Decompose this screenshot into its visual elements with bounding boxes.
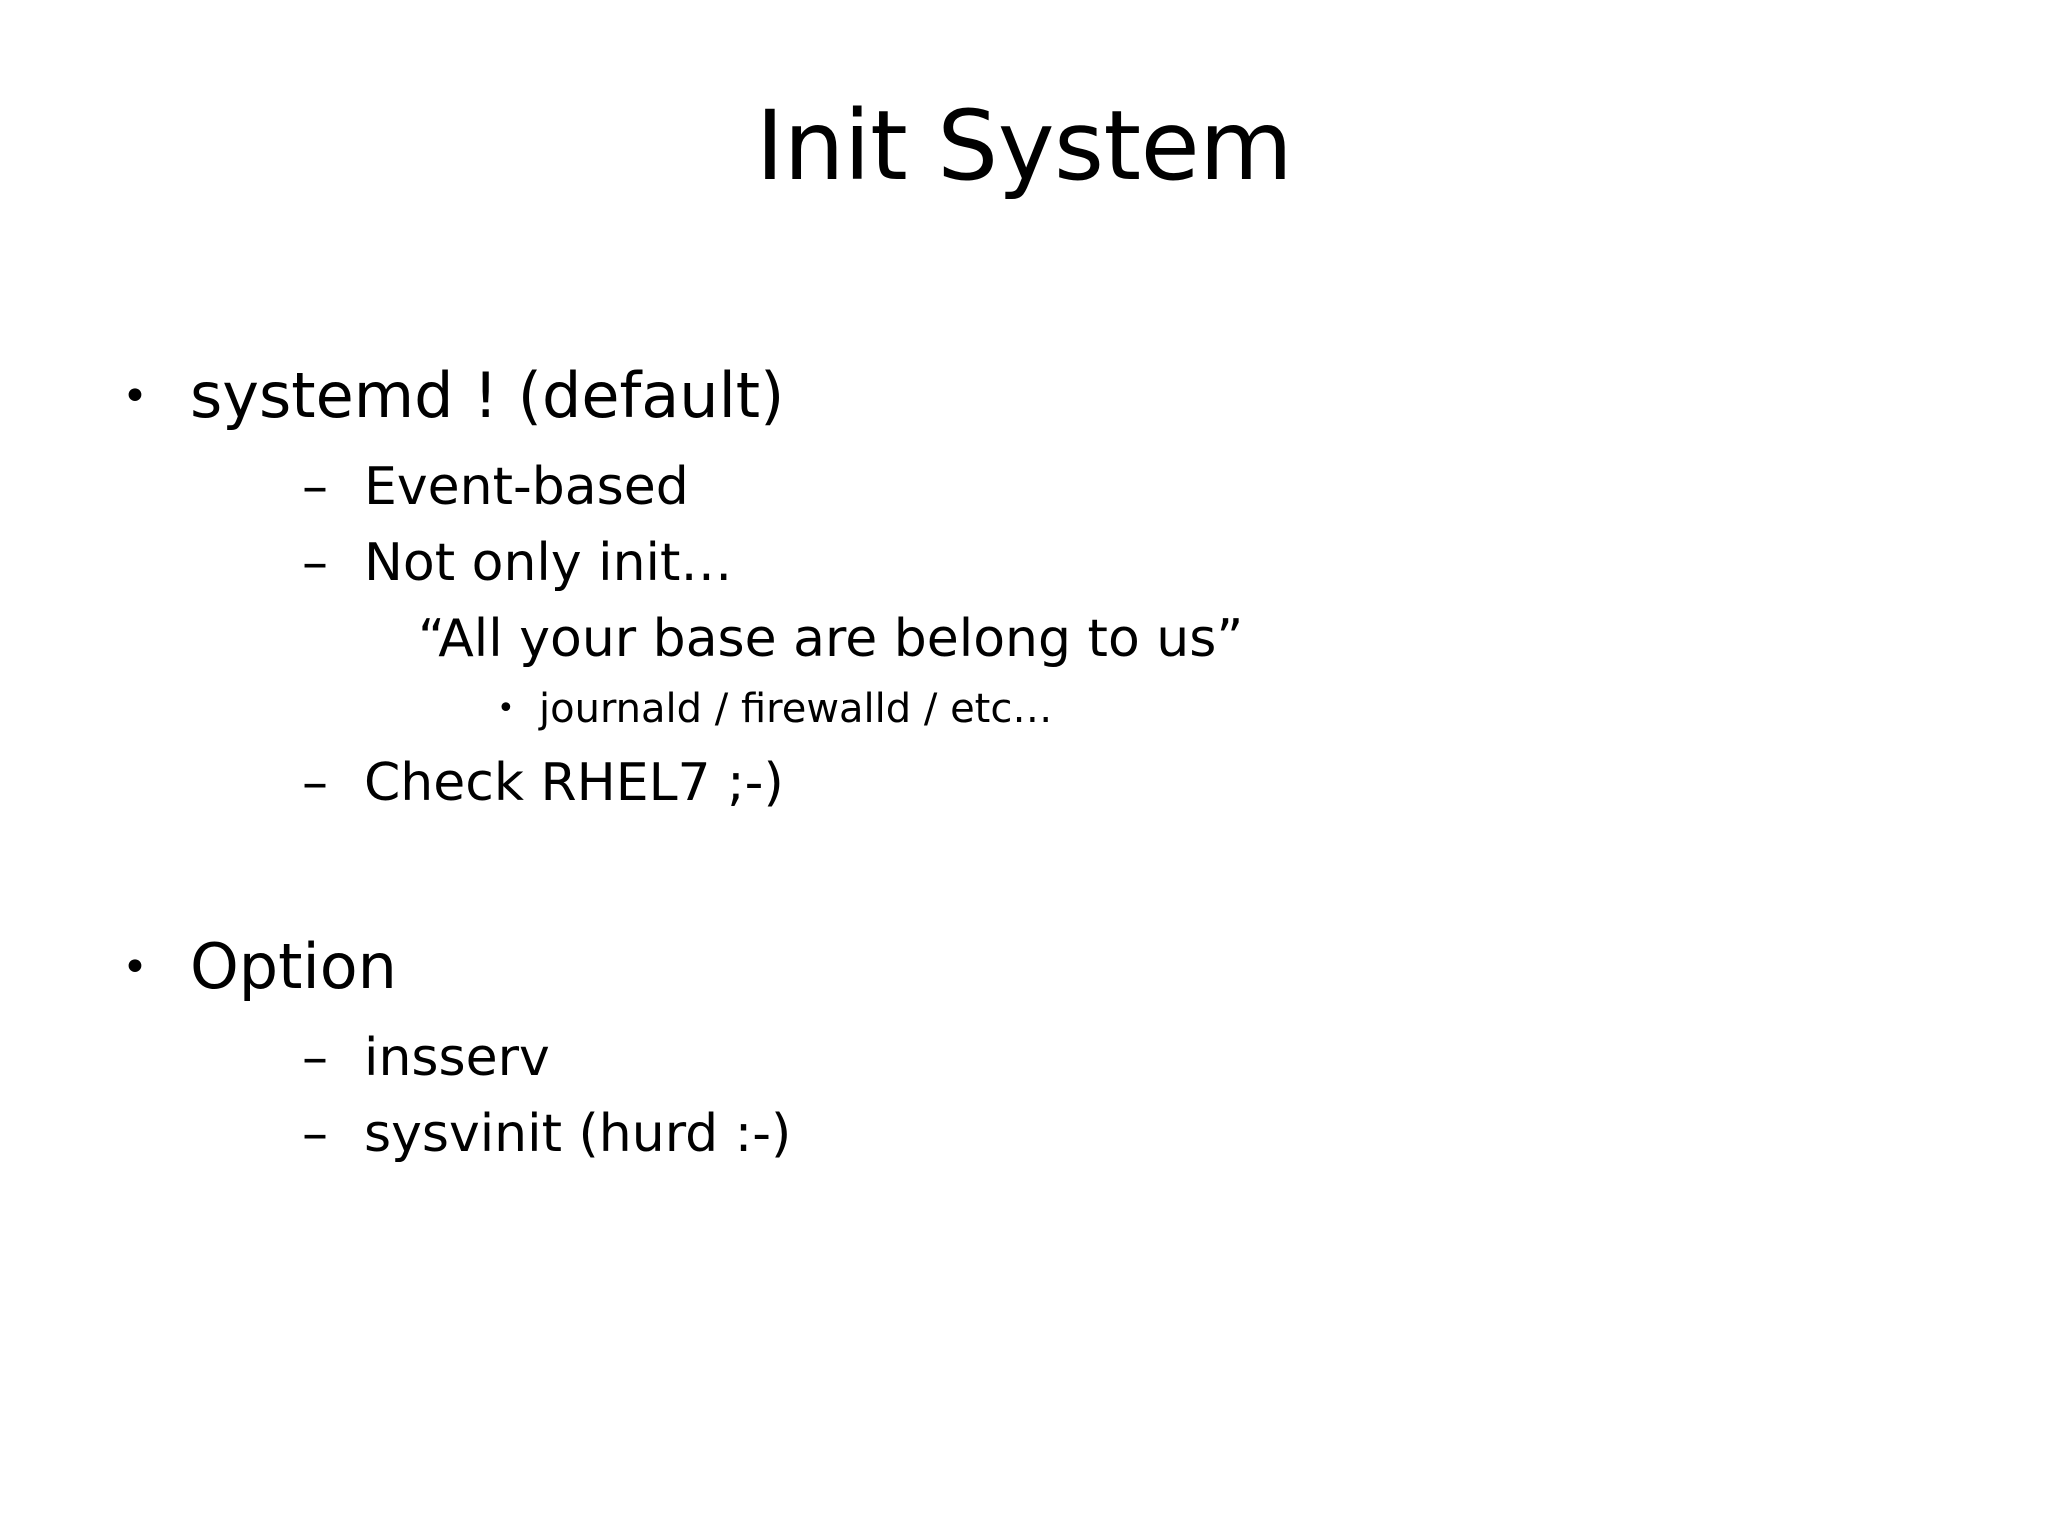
- outline-item-level2: – Check RHEL7 ;-): [0, 745, 2048, 821]
- outline-text: systemd ! (default): [190, 359, 785, 432]
- outline-item-level2: – Not only init…: [0, 525, 2048, 601]
- bullet-dash-icon: –: [302, 1104, 328, 1164]
- outline-item-level2: – sysvinit (hurd :-): [0, 1096, 2048, 1172]
- outline-text: insserv: [364, 1028, 550, 1088]
- outline-item-quote: “All your base are belong to us”: [0, 601, 2048, 677]
- outline-item-level2: – Event-based: [0, 449, 2048, 525]
- outline-item-level2: – insserv: [0, 1020, 2048, 1096]
- bullet-dash-icon: –: [302, 753, 328, 813]
- bullet-dot-icon: •: [122, 942, 148, 993]
- slide-body-outline: • systemd ! (default) – Event-based – No…: [0, 352, 2048, 1172]
- bullet-dash-icon: –: [302, 533, 328, 593]
- outline-item-level4: • journald / firewalld / etc…: [0, 677, 2048, 745]
- bullet-dot-icon: •: [122, 371, 148, 422]
- outline-text: journald / firewalld / etc…: [539, 686, 1053, 732]
- outline-spacer: [0, 821, 2048, 923]
- outline-item-level1: • systemd ! (default): [0, 352, 2048, 447]
- bullet-dot-small-icon: •: [497, 691, 515, 726]
- outline-text: “All your base are belong to us”: [418, 609, 1244, 669]
- outline-text: Check RHEL7 ;-): [364, 753, 784, 813]
- outline-item-level1: • Option: [0, 923, 2048, 1018]
- outline-text: sysvinit (hurd :-): [364, 1104, 792, 1164]
- outline-text: Not only init…: [364, 533, 733, 593]
- page-title: Init System: [755, 90, 1293, 202]
- outline-text: Option: [190, 930, 397, 1003]
- bullet-dash-icon: –: [302, 457, 328, 517]
- bullet-dash-icon: –: [302, 1028, 328, 1088]
- outline-text: Event-based: [364, 457, 689, 517]
